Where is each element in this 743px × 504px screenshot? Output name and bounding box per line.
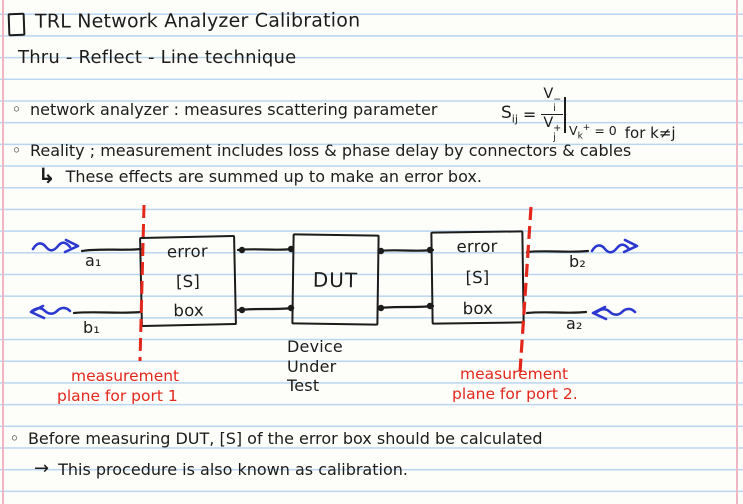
hook-arrow-icon: ↳: [38, 164, 56, 188]
title-row: TRL Network Analyzer Calibration: [7, 9, 361, 37]
note-bullet-3-text: Before measuring DUT, [S] of the error b…: [27, 429, 543, 448]
note-final-text: This procedure is also known as calibrat…: [58, 460, 408, 479]
wave-label-b2: b₂: [569, 252, 586, 271]
stub-bottom-left: [236, 306, 295, 312]
stub-bottom-right: [377, 304, 435, 310]
note-hook-text: These effects are summed up to make an e…: [65, 167, 482, 186]
formula-condition: Vk+ = 0: [569, 123, 617, 143]
wave-label-a1: a₁: [85, 251, 102, 270]
dut-box: DUT: [291, 233, 380, 326]
error-box-2-line1: error: [456, 236, 498, 257]
error-box-2: error [S] box: [430, 230, 525, 325]
stub-top-left: [236, 247, 295, 252]
note-bullet-2: ◦ Reality ; measurement includes loss & …: [12, 141, 631, 160]
wave-arrow-right-icon: [31, 238, 80, 254]
error-box-1-line2: [S]: [175, 271, 201, 291]
error-box-2-line3: box: [462, 298, 494, 319]
error-box-1-line3: box: [173, 300, 205, 321]
wave-label-a2: a₂: [566, 314, 583, 333]
bullet-icon: ◦: [12, 102, 21, 118]
wire-b1: [72, 310, 143, 315]
todo-checkbox-icon: [7, 12, 26, 37]
wire-a2: [525, 310, 588, 315]
wave-arrow-left-icon: [29, 304, 72, 320]
wave-arrow-right-icon: [590, 238, 639, 254]
note-bullet-3: ◦ Before measuring DUT, [S] of the error…: [10, 429, 543, 448]
wave-label-b1: b₁: [83, 318, 100, 337]
stub-top-right: [377, 248, 435, 253]
dut-caption: Device Under Test: [287, 337, 343, 396]
plane-label-port2: measurement plane for port 2.: [452, 365, 578, 403]
formula-for-clause: for k≠j: [624, 124, 676, 143]
dut-caption-line2: Under: [287, 356, 337, 376]
dut-caption-line1: Device: [287, 337, 343, 356]
error-box-1: error [S] box: [139, 235, 237, 327]
note-bullet-2-text: Reality ; measurement includes loss & ph…: [29, 141, 632, 160]
s-parameter-formula: Sij = V−i V+j Vk+ = 0 for k≠j: [501, 86, 676, 144]
bullet-icon: ◦: [12, 143, 21, 159]
error-box-1-line1: error: [166, 241, 209, 262]
note-bullet-1: ◦ network analyzer : measures scattering…: [12, 100, 437, 119]
left-margin-line: [2, 0, 4, 504]
note-final: → This procedure is also known as calibr…: [34, 458, 408, 480]
note-hook: ↳ These effects are summed up to make an…: [38, 164, 482, 188]
formula-lhs: Sij: [501, 103, 518, 126]
wave-arrow-left-icon: [591, 305, 637, 321]
page-title: TRL Network Analyzer Calibration: [34, 9, 361, 33]
dut-caption-line3: Test: [287, 376, 320, 395]
note-bullet-1-text: network analyzer : measures scattering p…: [29, 100, 438, 119]
plane-label-port1: measurement plane for port 1: [57, 367, 180, 405]
formula-equals: =: [522, 105, 537, 125]
error-box-2-line2: [S]: [465, 267, 490, 288]
right-arrow-icon: →: [34, 458, 50, 479]
dut-label: DUT: [312, 267, 359, 292]
formula-fraction: V−i V+j: [541, 86, 564, 144]
evaluation-bar: [564, 96, 567, 133]
right-margin-line: [736, 0, 738, 504]
page-subtitle: Thru - Reflect - Line technique: [18, 47, 297, 68]
bullet-icon: ◦: [10, 431, 19, 447]
